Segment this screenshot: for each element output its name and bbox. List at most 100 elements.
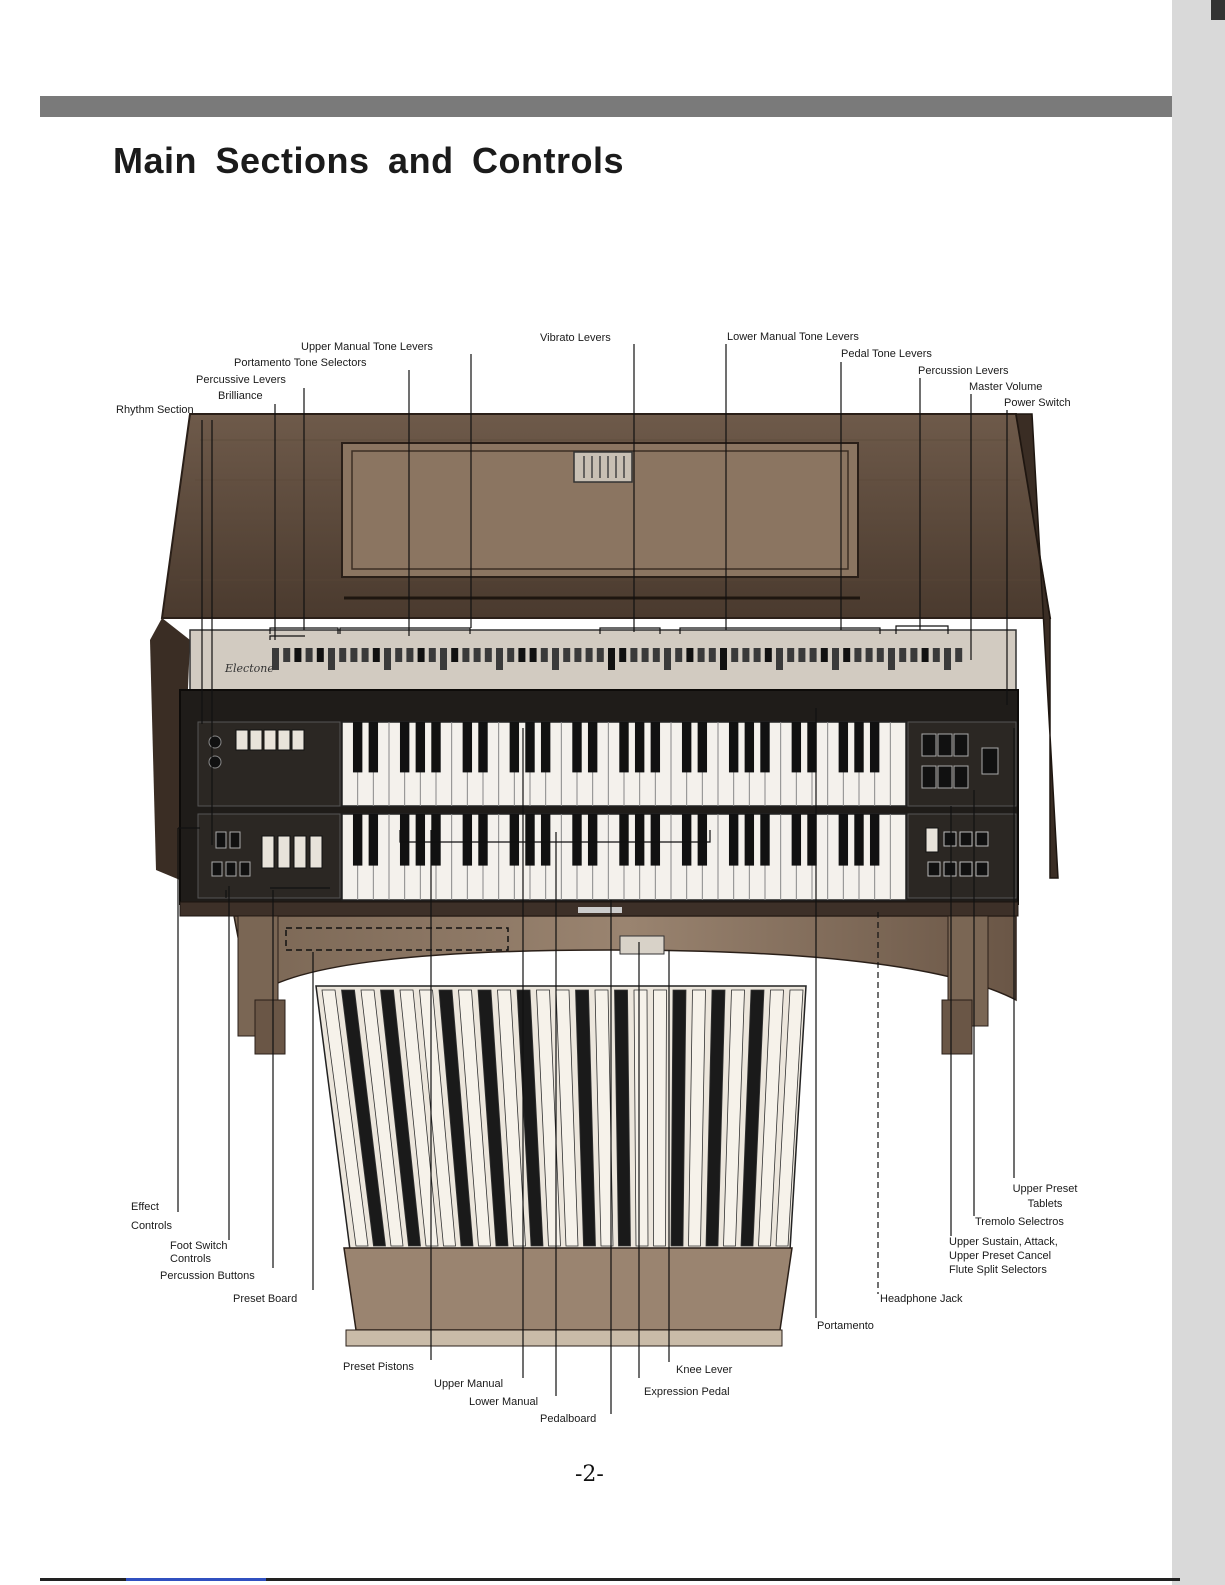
black-key — [697, 814, 708, 866]
tone-lever — [944, 648, 951, 670]
black-key — [415, 722, 426, 773]
tone-lever — [932, 648, 940, 662]
black-key — [650, 722, 661, 773]
black-key — [572, 722, 582, 773]
tone-lever — [496, 648, 503, 670]
tone-lever — [596, 648, 604, 662]
tone-lever — [294, 648, 302, 662]
black-key — [587, 722, 598, 773]
tone-lever — [484, 648, 492, 662]
pedal-key — [705, 989, 726, 1247]
tone-lever — [753, 648, 761, 662]
pedal-key — [688, 989, 706, 1247]
black-key — [838, 722, 849, 773]
pedal-key — [419, 989, 456, 1247]
black-key — [399, 722, 410, 773]
tone-lever — [921, 648, 929, 662]
expression-pedal-box — [343, 1247, 793, 1331]
pedal-key — [555, 989, 579, 1247]
label-lower-manual: Lower Manual — [469, 1396, 539, 1408]
tone-lever — [652, 648, 660, 662]
label-expression-pedal: Expression Pedal — [644, 1386, 730, 1398]
black-key — [525, 814, 535, 866]
black-key — [791, 814, 802, 866]
label-percussion-buttons: Percussion Buttons — [160, 1270, 255, 1282]
label-portamento-tone-selectors: Portamento Tone Selectors — [234, 357, 367, 369]
label-effect-controls-line1: Effect — [131, 1201, 159, 1213]
pedal-key — [594, 989, 614, 1247]
black-key — [854, 722, 864, 773]
tone-lever — [518, 648, 526, 662]
black-key — [540, 722, 551, 773]
black-key — [760, 722, 770, 773]
black-key — [509, 722, 520, 773]
pedal-key — [670, 989, 687, 1247]
label-upper-manual-tone-levers: Upper Manual Tone Levers — [301, 341, 433, 353]
tone-lever — [462, 648, 470, 662]
black-key — [791, 722, 802, 773]
pedal-key — [399, 989, 439, 1247]
pedal-key — [321, 989, 369, 1247]
tone-lever — [507, 648, 515, 662]
tone-lever — [865, 648, 873, 662]
tone-lever — [854, 648, 862, 662]
black-key — [681, 722, 692, 773]
tone-lever — [731, 648, 739, 662]
tone-lever — [820, 648, 828, 662]
label-tremolo-selectros: Tremolo Selectros — [975, 1216, 1064, 1228]
label-upper-sustain-line1: Upper Sustain, Attack, — [949, 1236, 1058, 1248]
tone-lever — [272, 648, 279, 670]
tone-lever — [899, 648, 907, 662]
tone-lever — [686, 648, 694, 662]
pedal-key — [723, 989, 745, 1247]
tone-lever — [540, 648, 548, 662]
black-key — [415, 814, 426, 866]
tone-lever — [585, 648, 593, 662]
black-key — [650, 814, 661, 866]
black-key — [352, 722, 363, 773]
tone-lever — [473, 648, 481, 662]
tone-lever — [384, 648, 391, 670]
tone-lever — [809, 648, 817, 662]
tone-lever — [955, 648, 963, 662]
tone-lever — [708, 648, 716, 662]
tone-lever — [832, 648, 839, 670]
tone-lever — [350, 648, 358, 662]
tone-lever — [675, 648, 683, 662]
black-key — [807, 722, 817, 773]
label-upper-preset-tablets-line2: Tablets — [1027, 1198, 1063, 1210]
pedal-key — [458, 989, 491, 1247]
electone-logo: Electone — [224, 662, 274, 675]
tone-lever — [372, 648, 380, 662]
black-key — [462, 814, 473, 866]
tone-lever — [395, 648, 403, 662]
pedal-key — [633, 989, 649, 1247]
black-key — [540, 814, 551, 866]
black-key — [431, 722, 441, 773]
label-preset-pistons: Preset Pistons — [343, 1361, 414, 1373]
tone-lever — [876, 648, 884, 662]
tone-lever — [305, 648, 313, 662]
black-key — [807, 814, 817, 866]
tone-lever — [406, 648, 414, 662]
page-number: -2- — [575, 1462, 604, 1487]
header-band — [40, 96, 1225, 117]
black-key — [760, 814, 770, 866]
pedal-key — [775, 989, 804, 1247]
label-upper-manual: Upper Manual — [434, 1378, 504, 1390]
page-edge-shadow — [1172, 0, 1225, 1585]
tone-lever — [608, 648, 615, 670]
tone-lever — [563, 648, 571, 662]
label-knee-lever: Knee Lever — [676, 1364, 733, 1376]
label-rhythm-section: Rhythm Section — [116, 404, 194, 416]
tone-lever — [664, 648, 671, 670]
tone-lever — [339, 648, 347, 662]
tone-lever — [798, 648, 806, 662]
black-key — [462, 722, 473, 773]
black-key — [854, 814, 864, 866]
black-key — [634, 814, 645, 866]
pedal-key — [740, 989, 765, 1247]
label-lower-manual-tone-levers: Lower Manual Tone Levers — [727, 331, 859, 343]
upper-manual-keys — [352, 722, 891, 806]
black-key — [399, 814, 410, 866]
